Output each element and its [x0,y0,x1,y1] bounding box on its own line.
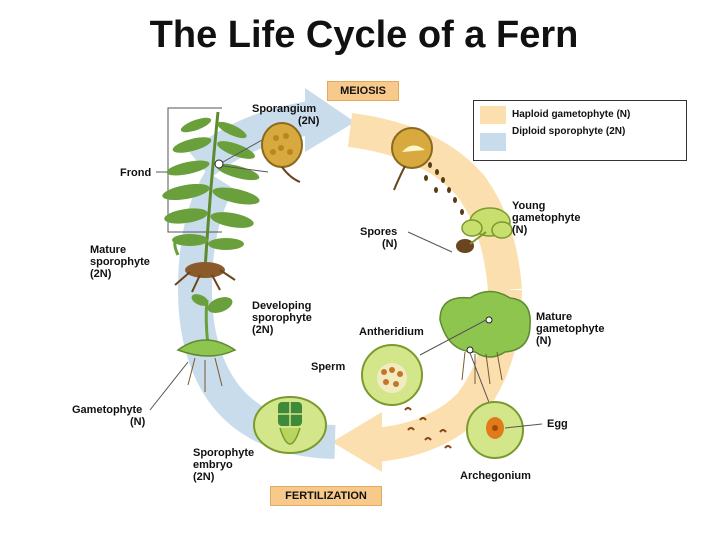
label-frond: Frond [120,167,152,179]
label-gametophyte: Gametophyte (N) [72,404,146,428]
label-mature-sporophyte: Mature sporophyte (2N) [90,244,150,280]
young-gametophyte [456,207,513,253]
meiosis-stage-box: MEIOSIS [327,81,399,101]
label-archegonium: Archegonium [460,470,531,482]
mature-sporophyte-fern [162,111,269,293]
diploid-band-top [189,101,313,179]
sporophyte-embryo [253,396,327,454]
sperm-cells [404,407,452,449]
haploid-arrowhead [332,412,382,472]
label-sperm: Sperm [311,361,346,373]
antheridium-cells [361,344,423,406]
label-developing-sporophyte: Developing sporophyte (2N) [252,300,312,336]
legend-diploid-swatch [480,133,506,151]
legend-haploid-label: Haploid gametophyte (N) [512,109,631,120]
developing-sporophyte [149,294,237,411]
label-young-gametophyte: Young gametophyte (N) [512,200,581,236]
label-egg: Egg [547,418,568,430]
diploid-arrowhead [305,88,355,152]
label-sporangium: Sporangium (2N) [252,103,320,127]
label-spores: Spores (N) [360,226,398,250]
legend-diploid-label: Diploid sporophyte (2N) [512,126,626,137]
mature-gametophyte [419,290,531,406]
legend: Haploid gametophyte (N) Diploid sporophy… [473,100,687,161]
sporangium-capsule [261,122,303,183]
spores-leader [407,231,453,253]
fertilization-stage-box: FERTILIZATION [270,486,382,506]
legend-haploid-swatch [480,106,506,124]
label-mature-gametophyte: Mature gametophyte (N) [536,311,605,347]
label-antheridium: Antheridium [359,326,424,338]
label-sporophyte-embryo: Sporophyte embryo (2N) [193,447,255,483]
page-title: The Life Cycle of a Fern [149,14,579,56]
sporangium-releasing-spores [391,127,464,215]
archegonium-egg [466,401,543,459]
